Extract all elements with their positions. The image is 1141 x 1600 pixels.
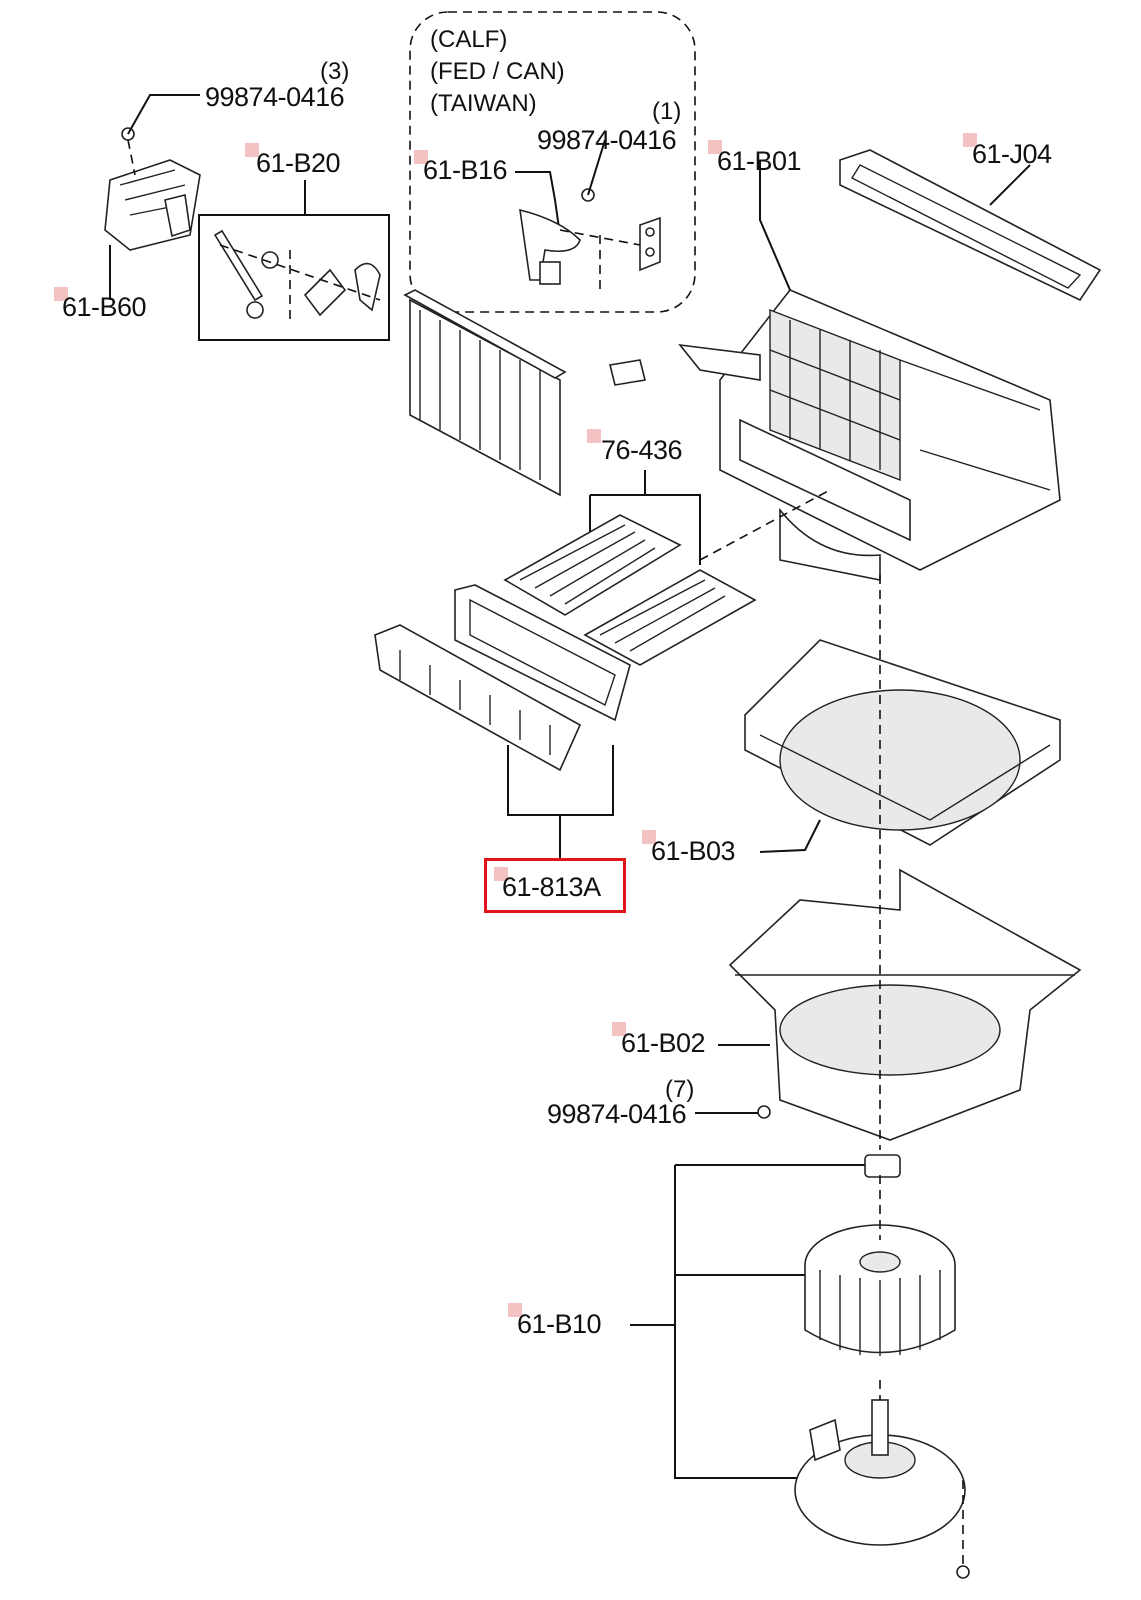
marker-61-b03[interactable] — [642, 830, 656, 844]
marker-61-b02[interactable] — [612, 1022, 626, 1036]
callout-61-b16[interactable]: 61-B16 — [423, 155, 508, 185]
highlight-box-61-813a[interactable] — [484, 858, 626, 913]
callout-61-j04[interactable]: 61-J04 — [972, 139, 1052, 169]
linkage-kit-61-b20 — [198, 180, 390, 341]
core-panel — [403, 289, 567, 497]
seal-61-j04 — [839, 149, 1102, 302]
assembly-axis-filters — [699, 489, 831, 561]
region-note-line-1: (CALF) — [430, 26, 508, 53]
housing-61-b03 — [744, 639, 1061, 853]
callout-61-813a[interactable]: 61-813A — [502, 872, 601, 902]
screw-inset-qty: (1) — [652, 98, 682, 125]
blower-motor-61-b10 — [630, 1154, 970, 1579]
marker-61-b16[interactable] — [414, 150, 428, 164]
callout-76-436[interactable]: 76-436 — [601, 435, 683, 465]
actuator-61-b60 — [104, 94, 201, 251]
callout-61-b60[interactable]: 61-B60 — [62, 292, 147, 322]
callout-61-b03[interactable]: 61-B03 — [651, 836, 736, 866]
marker-61-813a[interactable] — [494, 867, 508, 881]
screw-lower-label[interactable]: 99874-0416 — [547, 1099, 687, 1129]
marker-61-b20[interactable] — [245, 143, 259, 157]
screw-top-left-label[interactable]: 99874-0416 — [205, 82, 345, 112]
region-note-line-3: (TAIWAN) — [430, 90, 537, 117]
screw-lower-qty: (7) — [665, 1076, 695, 1103]
sensor-61-b16 — [515, 139, 661, 290]
assembly-axis — [879, 575, 964, 1565]
callout-61-b10[interactable]: 61-B10 — [517, 1309, 602, 1339]
callout-61-b02[interactable]: 61-B02 — [621, 1028, 706, 1058]
region-inset-box — [409, 11, 696, 313]
housing-61-b01 — [609, 160, 1061, 581]
filter-cover-61-813a — [374, 584, 631, 860]
filters-76-436 — [503, 470, 757, 666]
region-note-line-2: (FED / CAN) — [430, 58, 565, 85]
callout-61-b20[interactable]: 61-B20 — [256, 148, 341, 178]
callout-61-b01[interactable]: 61-B01 — [717, 146, 802, 176]
screw-top-left-qty: (3) — [320, 58, 350, 85]
marker-61-b60[interactable] — [54, 287, 68, 301]
scroll-housing-61-b02 — [695, 868, 1082, 1141]
marker-61-b10[interactable] — [508, 1303, 522, 1317]
marker-76-436[interactable] — [587, 429, 601, 443]
screw-inset-label[interactable]: 99874-0416 — [537, 125, 677, 155]
marker-61-j04[interactable] — [963, 133, 977, 147]
marker-61-b01[interactable] — [708, 140, 722, 154]
